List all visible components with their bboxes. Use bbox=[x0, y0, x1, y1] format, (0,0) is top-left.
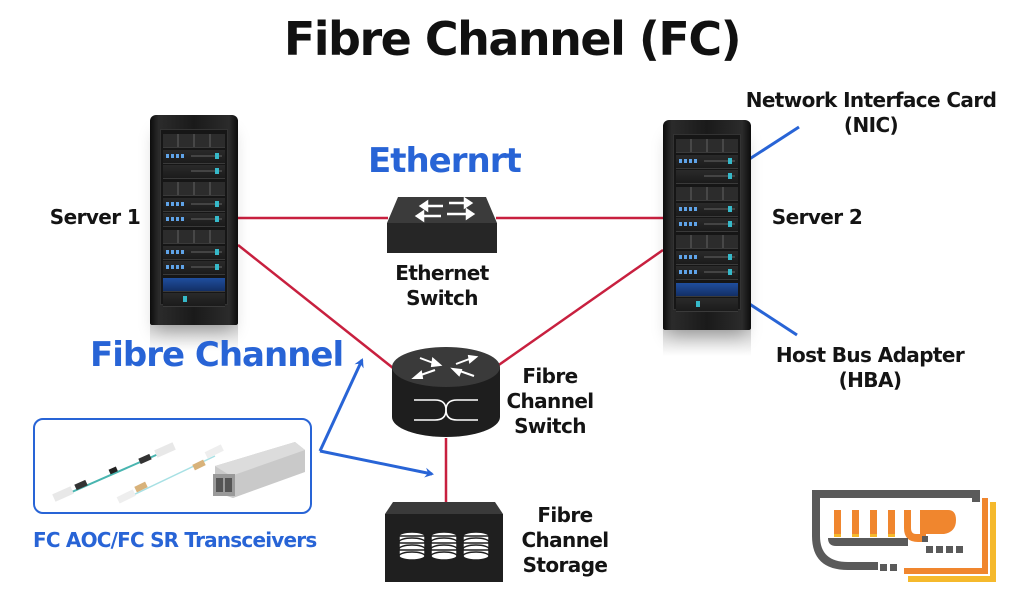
fc-storage-label-line3: Storage bbox=[522, 553, 608, 577]
link-fc-switch-server2 bbox=[492, 248, 664, 371]
server2-label: Server 2 bbox=[771, 205, 863, 229]
ethernet-section-label: Ethernrt bbox=[368, 141, 522, 181]
diagram-title: Fibre Channel (FC) bbox=[283, 12, 742, 66]
transceiver-products-image bbox=[52, 442, 305, 504]
hba-abbrev: (HBA) bbox=[838, 368, 902, 392]
fc-switch-label-line1: Fibre bbox=[522, 364, 578, 388]
ethernet-switch-label-line1: Ethernet bbox=[395, 261, 489, 285]
sfp-module-icon bbox=[213, 442, 305, 498]
hba-label: Host Bus Adapter bbox=[775, 343, 965, 367]
fc-storage-label-line2: Channel bbox=[521, 528, 609, 552]
fc-switch-icon[interactable] bbox=[390, 345, 502, 440]
brand-logo bbox=[812, 490, 996, 582]
transceiver-pointer-arrow-right bbox=[319, 449, 434, 478]
ethernet-switch-label-line2: Switch bbox=[406, 286, 478, 310]
server-rack-icon[interactable] bbox=[663, 120, 751, 356]
transceiver-pointer-arrow-up bbox=[318, 358, 364, 452]
transceivers-panel[interactable] bbox=[33, 418, 312, 514]
link-server1-fc-switch bbox=[237, 244, 394, 369]
fc-storage-label: Fibre Channel Storage bbox=[515, 503, 615, 578]
server1-label: Server 1 bbox=[49, 205, 141, 229]
server-rack-icon[interactable] bbox=[150, 115, 238, 351]
transceivers-caption: FC AOC/FC SR Transceivers bbox=[33, 528, 317, 552]
fibre-channel-section-label: Fibre Channel bbox=[90, 335, 344, 375]
fc-switch-label-line2: Channel bbox=[506, 389, 594, 413]
hba-annotation: Host Bus Adapter (HBA) bbox=[740, 343, 1000, 393]
ethernet-switch-icon[interactable] bbox=[387, 197, 497, 223]
switch-arrows-icon bbox=[414, 197, 476, 223]
nic-label: Network Interface Card bbox=[745, 88, 997, 112]
nic-annotation: Network Interface Card (NIC) bbox=[716, 88, 1024, 138]
ethernet-switch-body bbox=[387, 223, 497, 253]
ethernet-switch-label: Ethernet Switch bbox=[372, 261, 512, 311]
fc-storage-label-line1: Fibre bbox=[537, 503, 593, 527]
nic-abbrev: (NIC) bbox=[843, 113, 899, 137]
fc-aoc-cable-icon bbox=[52, 442, 176, 502]
fc-switch-label: Fibre Channel Switch bbox=[500, 364, 600, 439]
fc-switch-label-line3: Switch bbox=[514, 414, 586, 438]
fc-sr-cable-icon bbox=[116, 444, 224, 504]
storage-icon[interactable] bbox=[385, 502, 503, 582]
disk-stack-icons bbox=[398, 531, 490, 561]
